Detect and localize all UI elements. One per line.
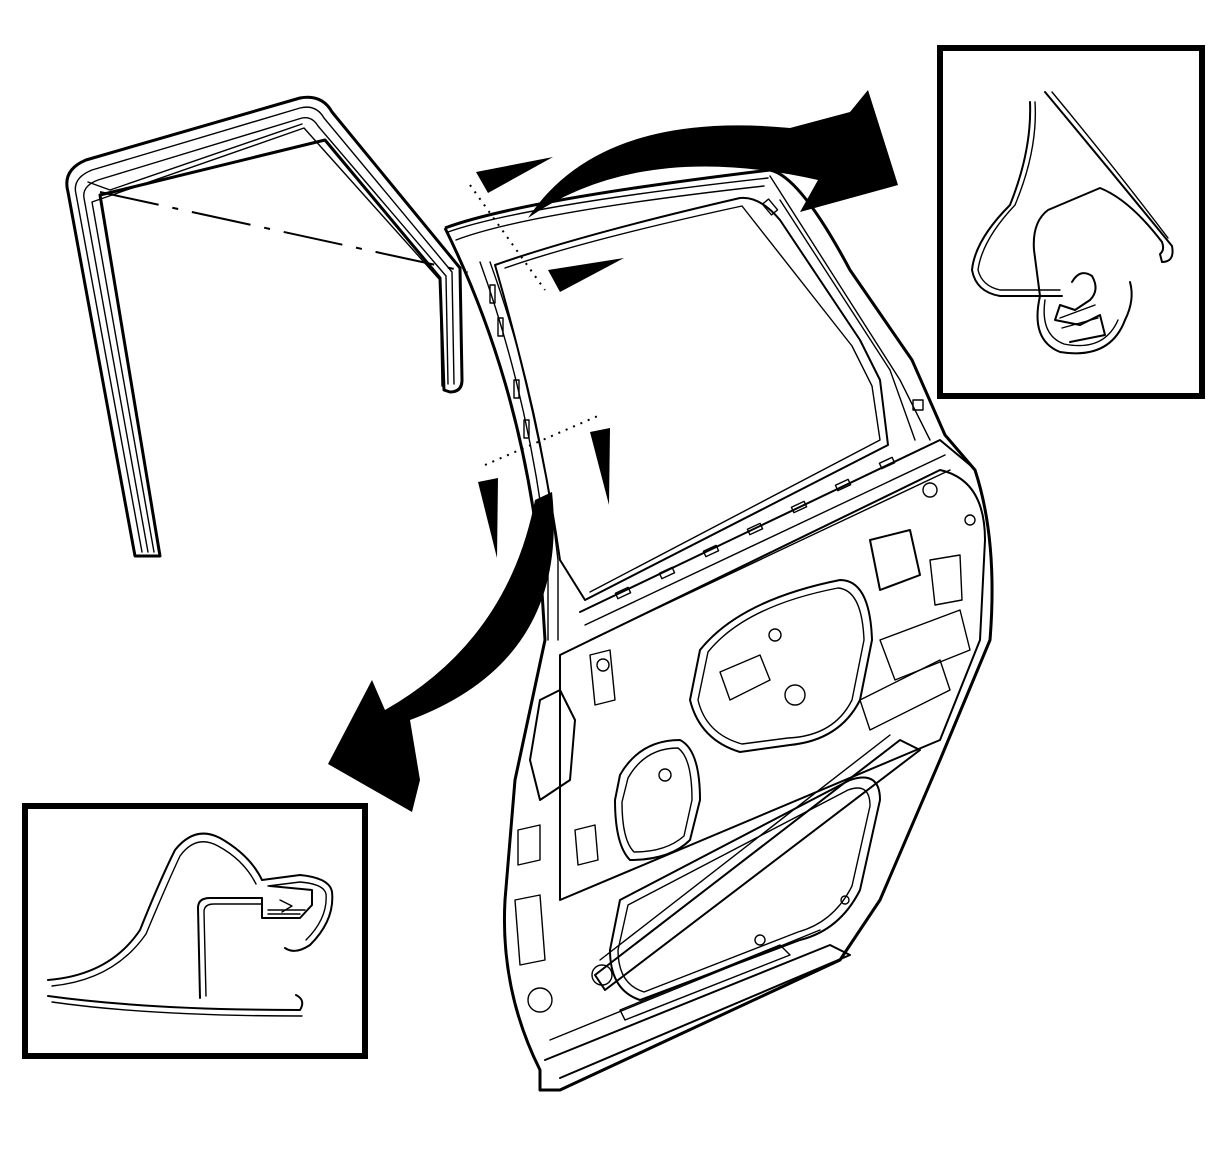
upper-detail-inset [937,45,1205,399]
section-cut-lower [484,414,601,466]
view-direction-markers [476,157,624,558]
lower-detail-inset [22,803,368,1059]
alignment-line [99,191,469,273]
weatherstrip-loose [65,95,464,558]
rear-door-frame [443,168,994,1092]
direction-arrow-lower [328,492,554,812]
section-cut-upper [469,184,546,291]
direction-arrow-upper [528,90,898,218]
